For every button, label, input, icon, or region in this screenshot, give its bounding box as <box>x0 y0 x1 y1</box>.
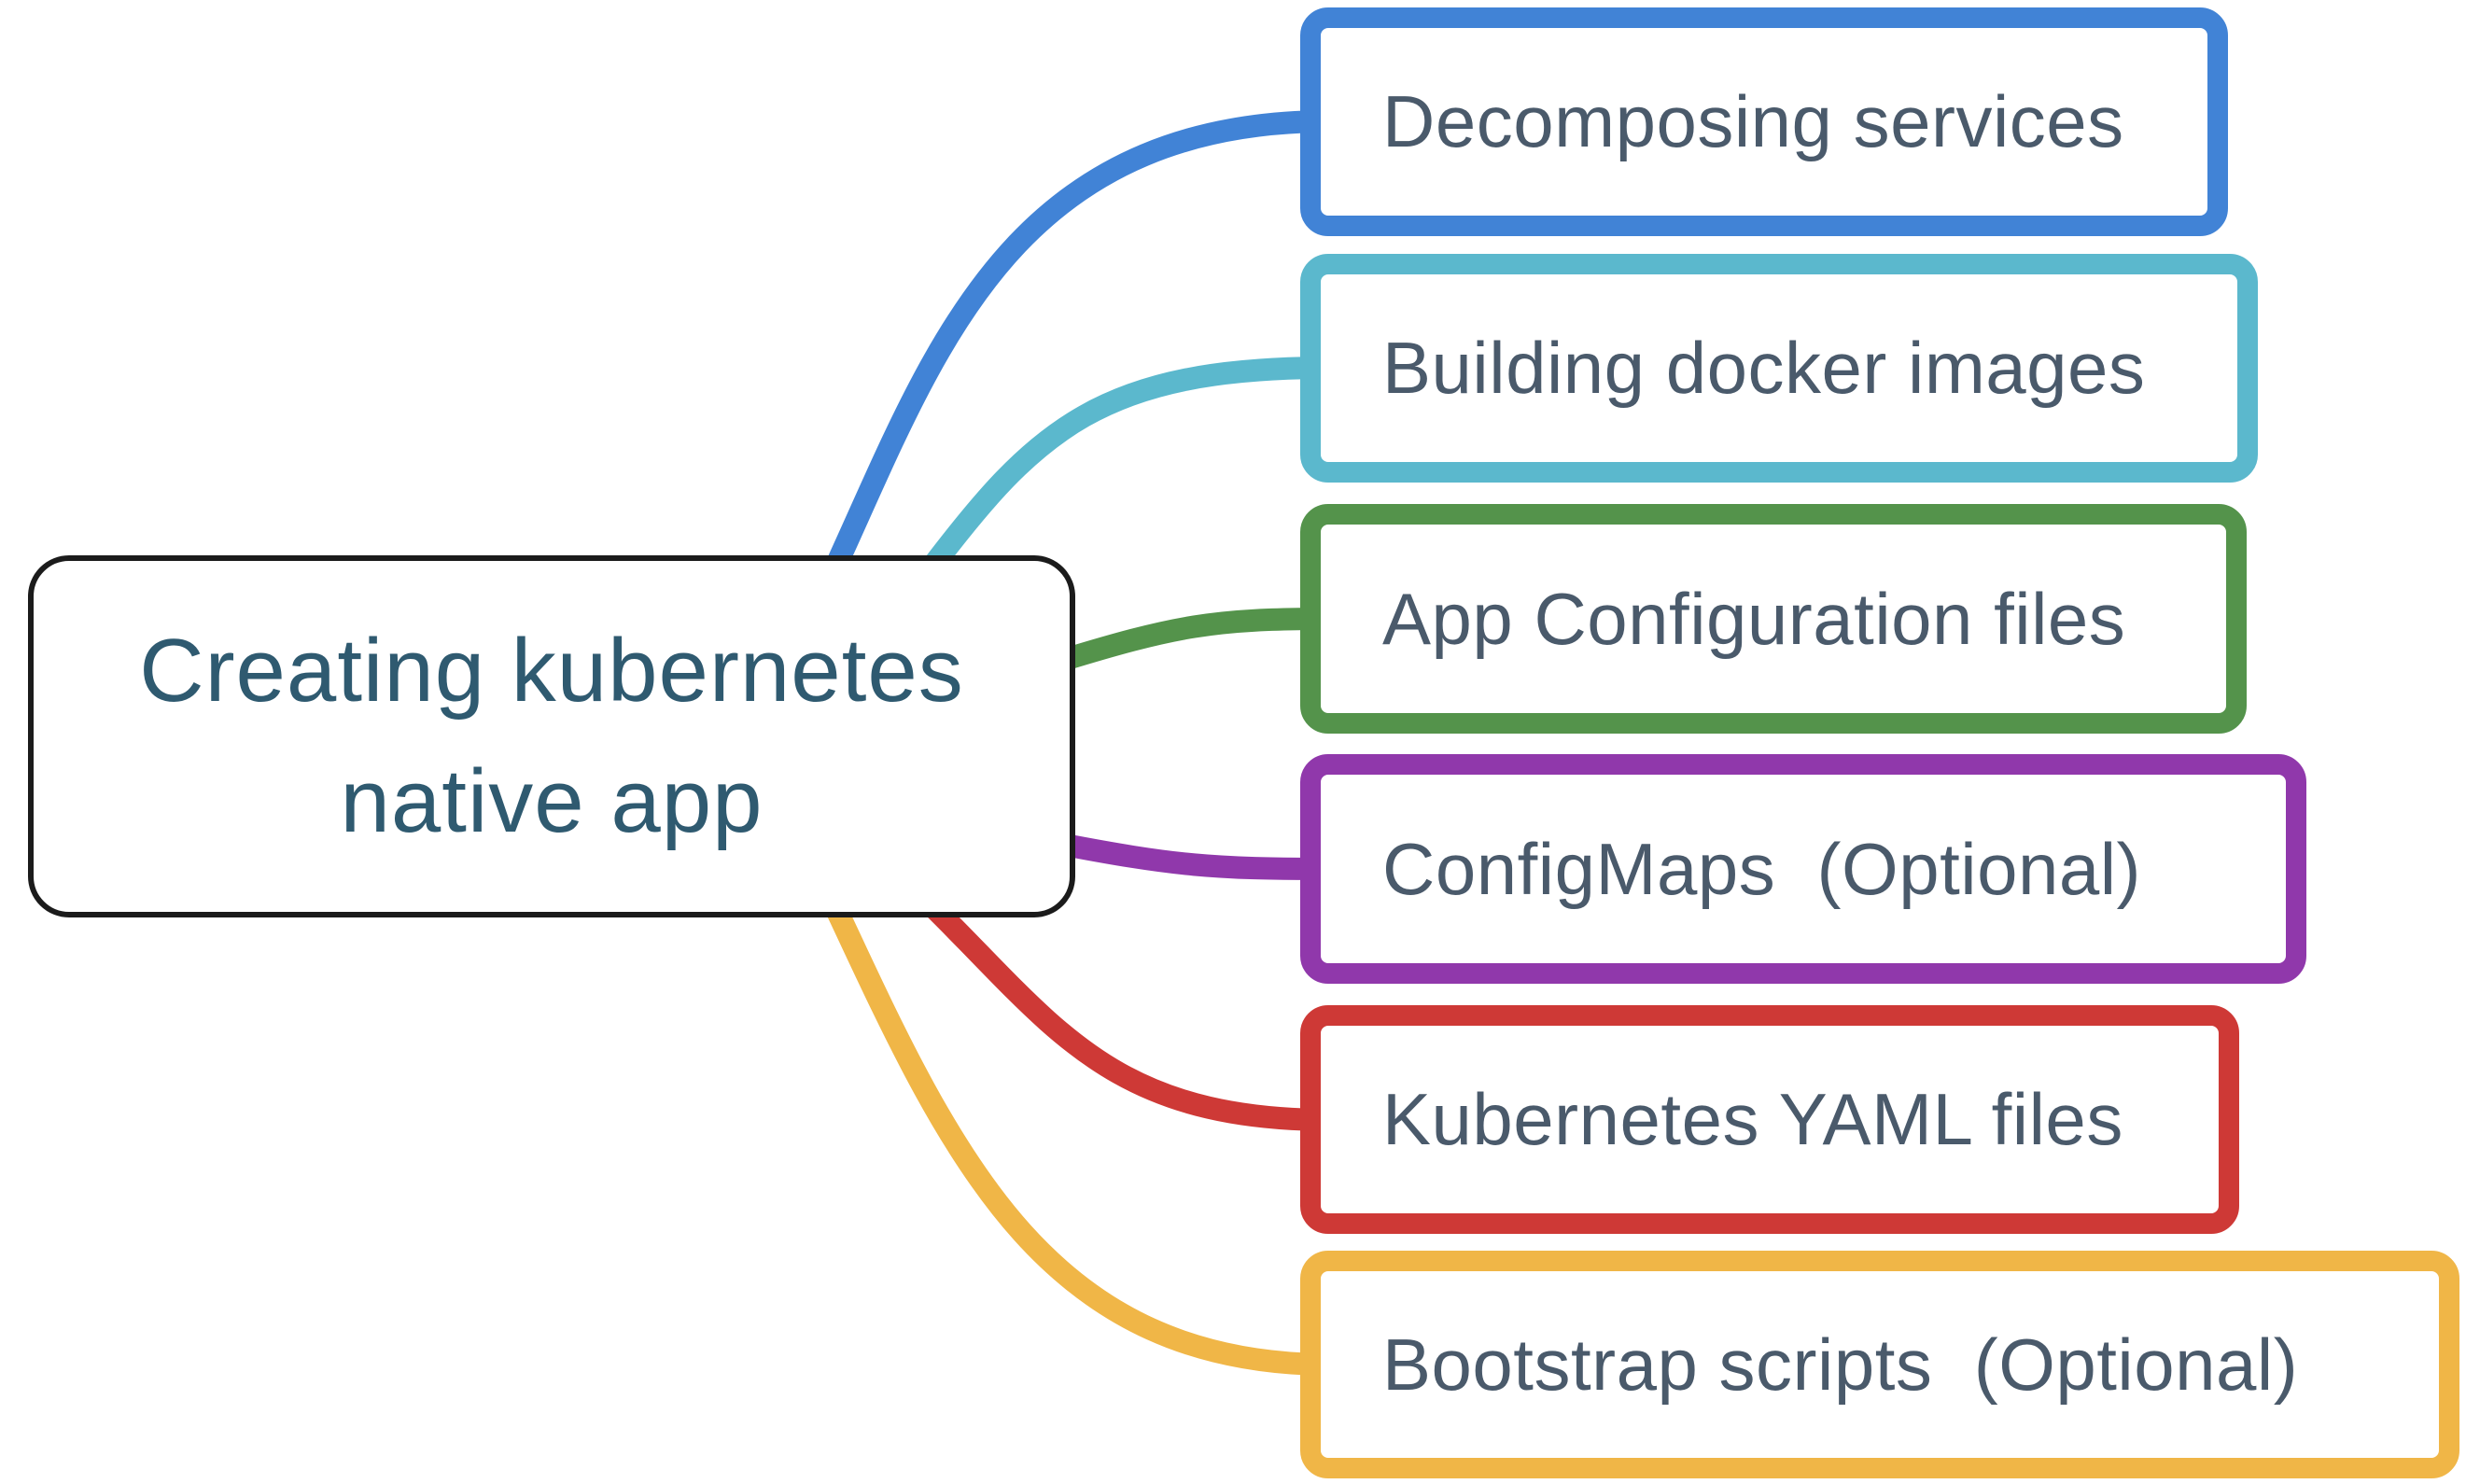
curve-kubernetes-yaml-files <box>925 899 1331 1131</box>
curve-building-docker-images <box>919 357 1331 579</box>
curve-decomposing-services <box>823 110 1331 577</box>
root-node-label-line2: native app <box>340 751 764 851</box>
curve-bootstrap-scripts <box>825 902 1331 1376</box>
branch-label: Kubernetes YAML files <box>1382 1078 2123 1160</box>
curve-configmaps <box>1052 832 1331 880</box>
branch-label: ConfigMaps (Optional) <box>1382 827 2142 910</box>
root-node-label-line1: Creating kubernetes <box>139 621 964 721</box>
branch-node-app-configuration-files: App Configuration files <box>1300 504 2247 734</box>
curve-app-configuration-files <box>1051 608 1331 674</box>
branch-label: App Configuration files <box>1382 577 2126 660</box>
branch-node-bootstrap-scripts-optional: Bootstrap scripts (Optional) <box>1300 1251 2459 1478</box>
branch-label: Bootstrap scripts (Optional) <box>1382 1323 2299 1406</box>
branch-node-kubernetes-yaml-files: Kubernetes YAML files <box>1300 1005 2239 1234</box>
branch-label: Decomposing services <box>1382 80 2124 162</box>
branch-label: Building docker images <box>1382 327 2146 409</box>
branch-node-configmaps-optional: ConfigMaps (Optional) <box>1300 754 2306 984</box>
root-node-creating-kubernetes-native-app: Creating kubernetes native app <box>28 555 1075 917</box>
branch-node-building-docker-images: Building docker images <box>1300 254 2258 483</box>
branch-node-decomposing-services: Decomposing services <box>1300 7 2228 236</box>
